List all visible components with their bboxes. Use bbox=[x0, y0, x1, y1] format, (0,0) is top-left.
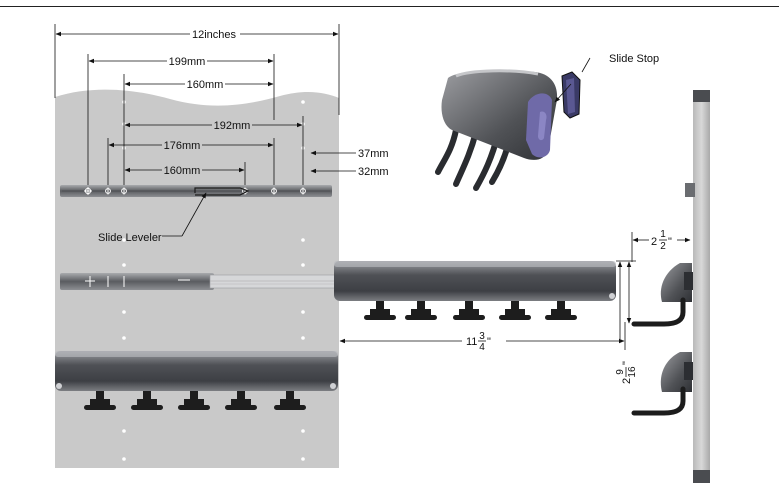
dim-192mm: 192mm bbox=[214, 120, 251, 132]
bottom-rail-hooks bbox=[84, 391, 306, 410]
extended-rail-hooks bbox=[364, 301, 577, 320]
width-num: 1 bbox=[660, 229, 666, 240]
slide-leveler-part bbox=[194, 187, 250, 196]
dimension-labels: 12inches 199mm 160mm 192mm 176mm 160mm 3… bbox=[162, 27, 389, 178]
dim-199mm: 199mm bbox=[169, 56, 206, 68]
side-width-dimension: 2 1 2 " bbox=[631, 229, 691, 262]
slide-leveler-callout: Slide Leveler bbox=[98, 192, 207, 244]
height-num: 9 bbox=[615, 369, 626, 375]
slide-stop-label: Slide Stop bbox=[609, 53, 659, 65]
dim-32mm: 32mm bbox=[358, 166, 389, 178]
ext-num: 3 bbox=[479, 331, 485, 342]
dim-37mm: 37mm bbox=[358, 148, 389, 160]
ext-whole: 11 bbox=[466, 336, 477, 348]
dim-160mm-top: 160mm bbox=[187, 79, 224, 91]
width-unit: " bbox=[668, 236, 672, 248]
slide-stop-inset: Slide Stop bbox=[435, 53, 659, 191]
ext-den: 4 bbox=[479, 342, 485, 353]
side-profile-lower bbox=[631, 352, 693, 416]
side-profile-upper bbox=[631, 263, 693, 327]
dim-160mm-bottom: 160mm bbox=[164, 165, 201, 177]
width-den: 2 bbox=[660, 241, 666, 252]
side-view-wall bbox=[685, 90, 710, 483]
height-unit: " bbox=[621, 361, 633, 365]
height-whole: 2 bbox=[621, 378, 633, 384]
bottom-accessory-rail bbox=[55, 351, 338, 410]
height-den: 16 bbox=[627, 366, 638, 378]
width-whole: 2 bbox=[651, 236, 657, 248]
side-height-dimension: 2 9 16 " bbox=[615, 260, 638, 384]
ext-unit: " bbox=[487, 336, 491, 348]
extended-accessory-rail bbox=[334, 261, 616, 320]
top-slide-rail bbox=[60, 185, 332, 197]
extension-dimension: 11 3 4 " bbox=[339, 322, 626, 353]
dim-12inches: 12inches bbox=[192, 29, 237, 41]
dim-176mm: 176mm bbox=[164, 140, 201, 152]
slide-leveler-label: Slide Leveler bbox=[98, 232, 162, 244]
extended-slide bbox=[60, 273, 339, 290]
